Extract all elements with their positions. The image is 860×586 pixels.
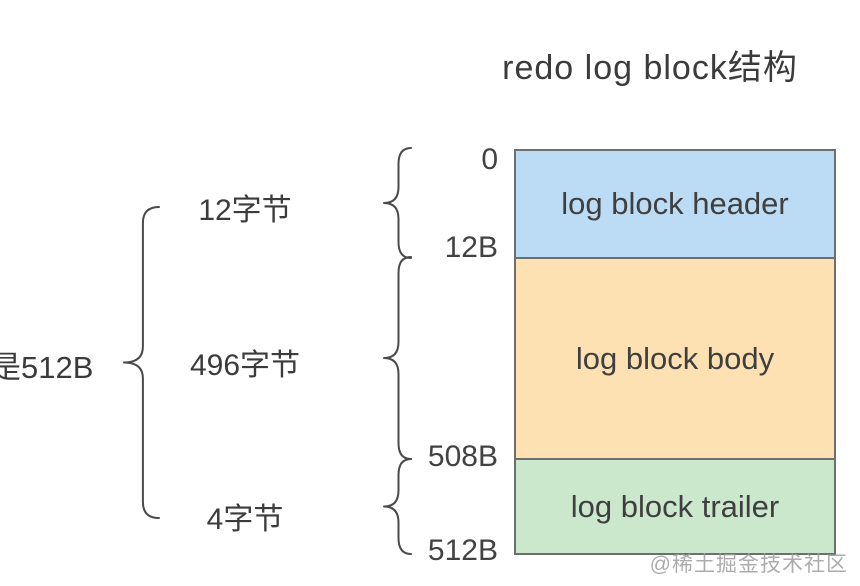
watermark: @稀土掘金技术社区 — [649, 553, 848, 576]
block-stack: log block header log block body log bloc… — [514, 149, 836, 555]
log-block-trailer-segment: log block trailer — [514, 458, 836, 555]
header-size-label: 12字节 — [198, 194, 292, 227]
diagram-title: redo log block结构 — [502, 49, 798, 87]
log-block-body-segment: log block body — [514, 257, 836, 460]
log-block-trailer-label: log block trailer — [570, 488, 780, 524]
total-size-label: 是512B — [0, 350, 94, 385]
trailer-size-label: 4字节 — [206, 503, 284, 536]
body-brace — [383, 256, 412, 460]
log-block-header-label: log block header — [561, 186, 789, 221]
body-size-label: 496字节 — [189, 349, 301, 382]
trailer-brace — [383, 458, 412, 555]
log-block-body-label: log block body — [575, 340, 775, 376]
offset-label-512b: 512B — [427, 534, 498, 567]
offset-label-12b: 12B — [444, 231, 498, 264]
offset-label-0: 0 — [481, 143, 498, 176]
header-brace — [383, 147, 412, 259]
log-block-header-segment: log block header — [514, 149, 836, 259]
offset-label-508b: 508B — [427, 440, 498, 473]
total-brace — [123, 206, 160, 519]
